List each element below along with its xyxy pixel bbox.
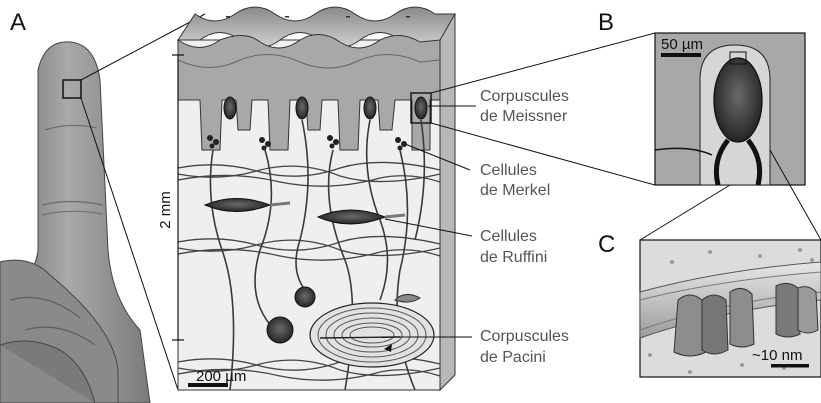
- panel-a: A: [0, 9, 205, 403]
- membrane-scale-label: ~10 nm: [752, 347, 802, 364]
- skin-scale-label: 200 µm: [196, 368, 246, 385]
- skin-side-face: [440, 14, 455, 390]
- label-merkel-2: de Merkel: [480, 182, 550, 199]
- skin-cross-section: 2 mm 200 µm: [157, 7, 455, 390]
- membrane-scale-bar: [771, 364, 809, 368]
- corpuscle-scale-bar: [661, 53, 701, 57]
- label-meissner-2: de Meissner: [480, 108, 568, 125]
- label-pacini-1: Corpuscules: [480, 328, 569, 345]
- zoom-line-b-top: [431, 33, 655, 93]
- panel-a-letter: A: [10, 9, 26, 36]
- label-merkel-1: Cellules: [480, 162, 537, 179]
- panel-c: C ~10 nm: [598, 231, 821, 377]
- panel-c-letter: C: [598, 231, 615, 258]
- panel-b: B 50 µm: [598, 9, 805, 185]
- panel-b-letter: B: [598, 9, 614, 36]
- labels: Corpuscules de Meissner Cellules de Merk…: [480, 88, 569, 366]
- label-ruffini-2: de Ruffini: [480, 249, 547, 266]
- zoom-line-c-left: [640, 185, 730, 240]
- label-ruffini-1: Cellules: [480, 228, 537, 245]
- depth-scale-label: 2 mm: [157, 191, 174, 229]
- zoom-line-b-bottom: [431, 123, 655, 185]
- label-pacini-2: de Pacini: [480, 349, 546, 366]
- label-meissner-1: Corpuscules: [480, 88, 569, 105]
- meissner-zoomed: [714, 58, 762, 142]
- corpuscle-scale-label: 50 µm: [661, 36, 703, 53]
